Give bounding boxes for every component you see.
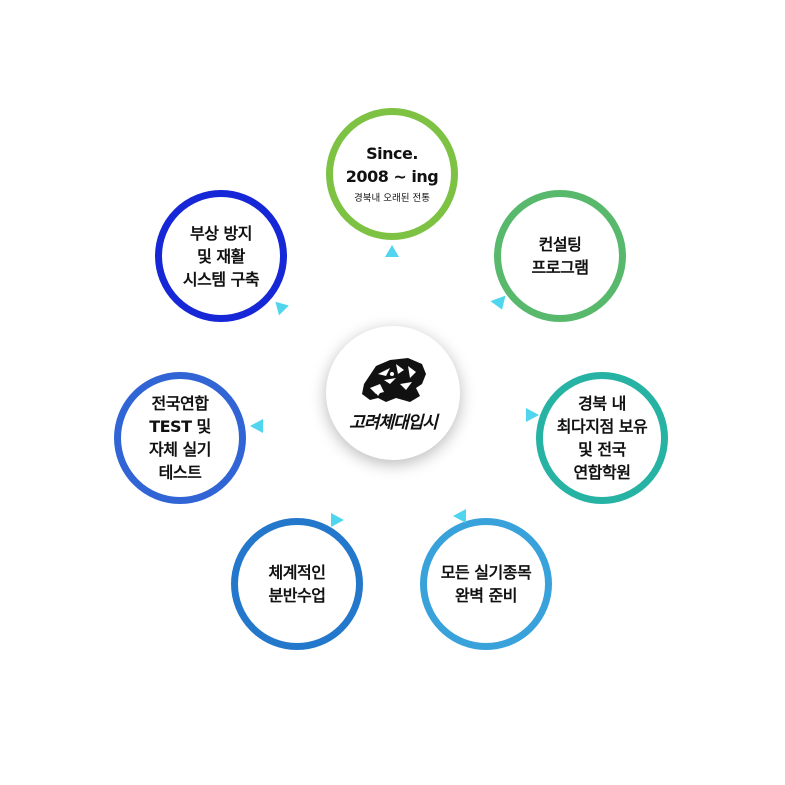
node-consulting: 컨설팅 프로그램: [494, 190, 626, 322]
arrow-left-icon: [453, 509, 466, 523]
tiger-head-icon: [362, 357, 426, 402]
node-branches: 경북 내 최다지점 보유 및 전국 연합학원: [536, 372, 668, 504]
arrow-down-icon: [490, 295, 510, 313]
since-tagline: 경북내 오래된 전통: [354, 192, 430, 204]
branches-line-1: 경북 내: [578, 394, 626, 413]
test-line-1: 전국연합: [151, 394, 209, 413]
node-test: 전국연합 TEST 및 자체 실기 테스트: [114, 372, 246, 504]
consulting-line-2: 프로그램: [531, 258, 589, 277]
branches-line-4: 연합학원: [573, 463, 631, 482]
classes-line-1: 체계적인: [268, 563, 326, 582]
center-logo: 고려체대입시: [326, 326, 460, 460]
consulting-line-1: 컨설팅: [538, 235, 582, 254]
test-line-2: TEST 및: [149, 417, 211, 436]
since-label: Since.: [366, 143, 418, 163]
node-since: Since. 2008 ~ ing 경북내 오래된 전통: [326, 108, 458, 240]
arrow-right-icon: [526, 408, 539, 422]
node-events: 모든 실기종목 완벽 준비: [420, 518, 552, 650]
events-line-1: 모든 실기종목: [440, 563, 532, 582]
arrow-right-icon: [275, 298, 291, 316]
rehab-line-1: 부상 방지: [190, 223, 252, 243]
rehab-line-2: 및 재활: [197, 246, 245, 266]
rehab-line-3: 시스템 구축: [182, 269, 260, 289]
arrow-left-icon: [250, 419, 263, 433]
arrow-up-icon: [385, 245, 399, 257]
branches-line-3: 및 전국: [578, 440, 626, 459]
branches-line-2: 최다지점 보유: [556, 417, 648, 436]
since-years: 2008 ~ ing: [345, 166, 439, 186]
node-classes: 체계적인 분반수업: [231, 518, 363, 650]
test-line-4: 테스트: [158, 463, 202, 482]
arrow-right-icon: [331, 513, 344, 527]
test-line-3: 자체 실기: [149, 440, 211, 459]
events-line-2: 완벽 준비: [455, 586, 517, 605]
classes-line-2: 분반수업: [268, 586, 326, 605]
brand-name: 고려체대입시: [349, 412, 438, 433]
node-rehab: 부상 방지 및 재활 시스템 구축: [155, 190, 287, 322]
